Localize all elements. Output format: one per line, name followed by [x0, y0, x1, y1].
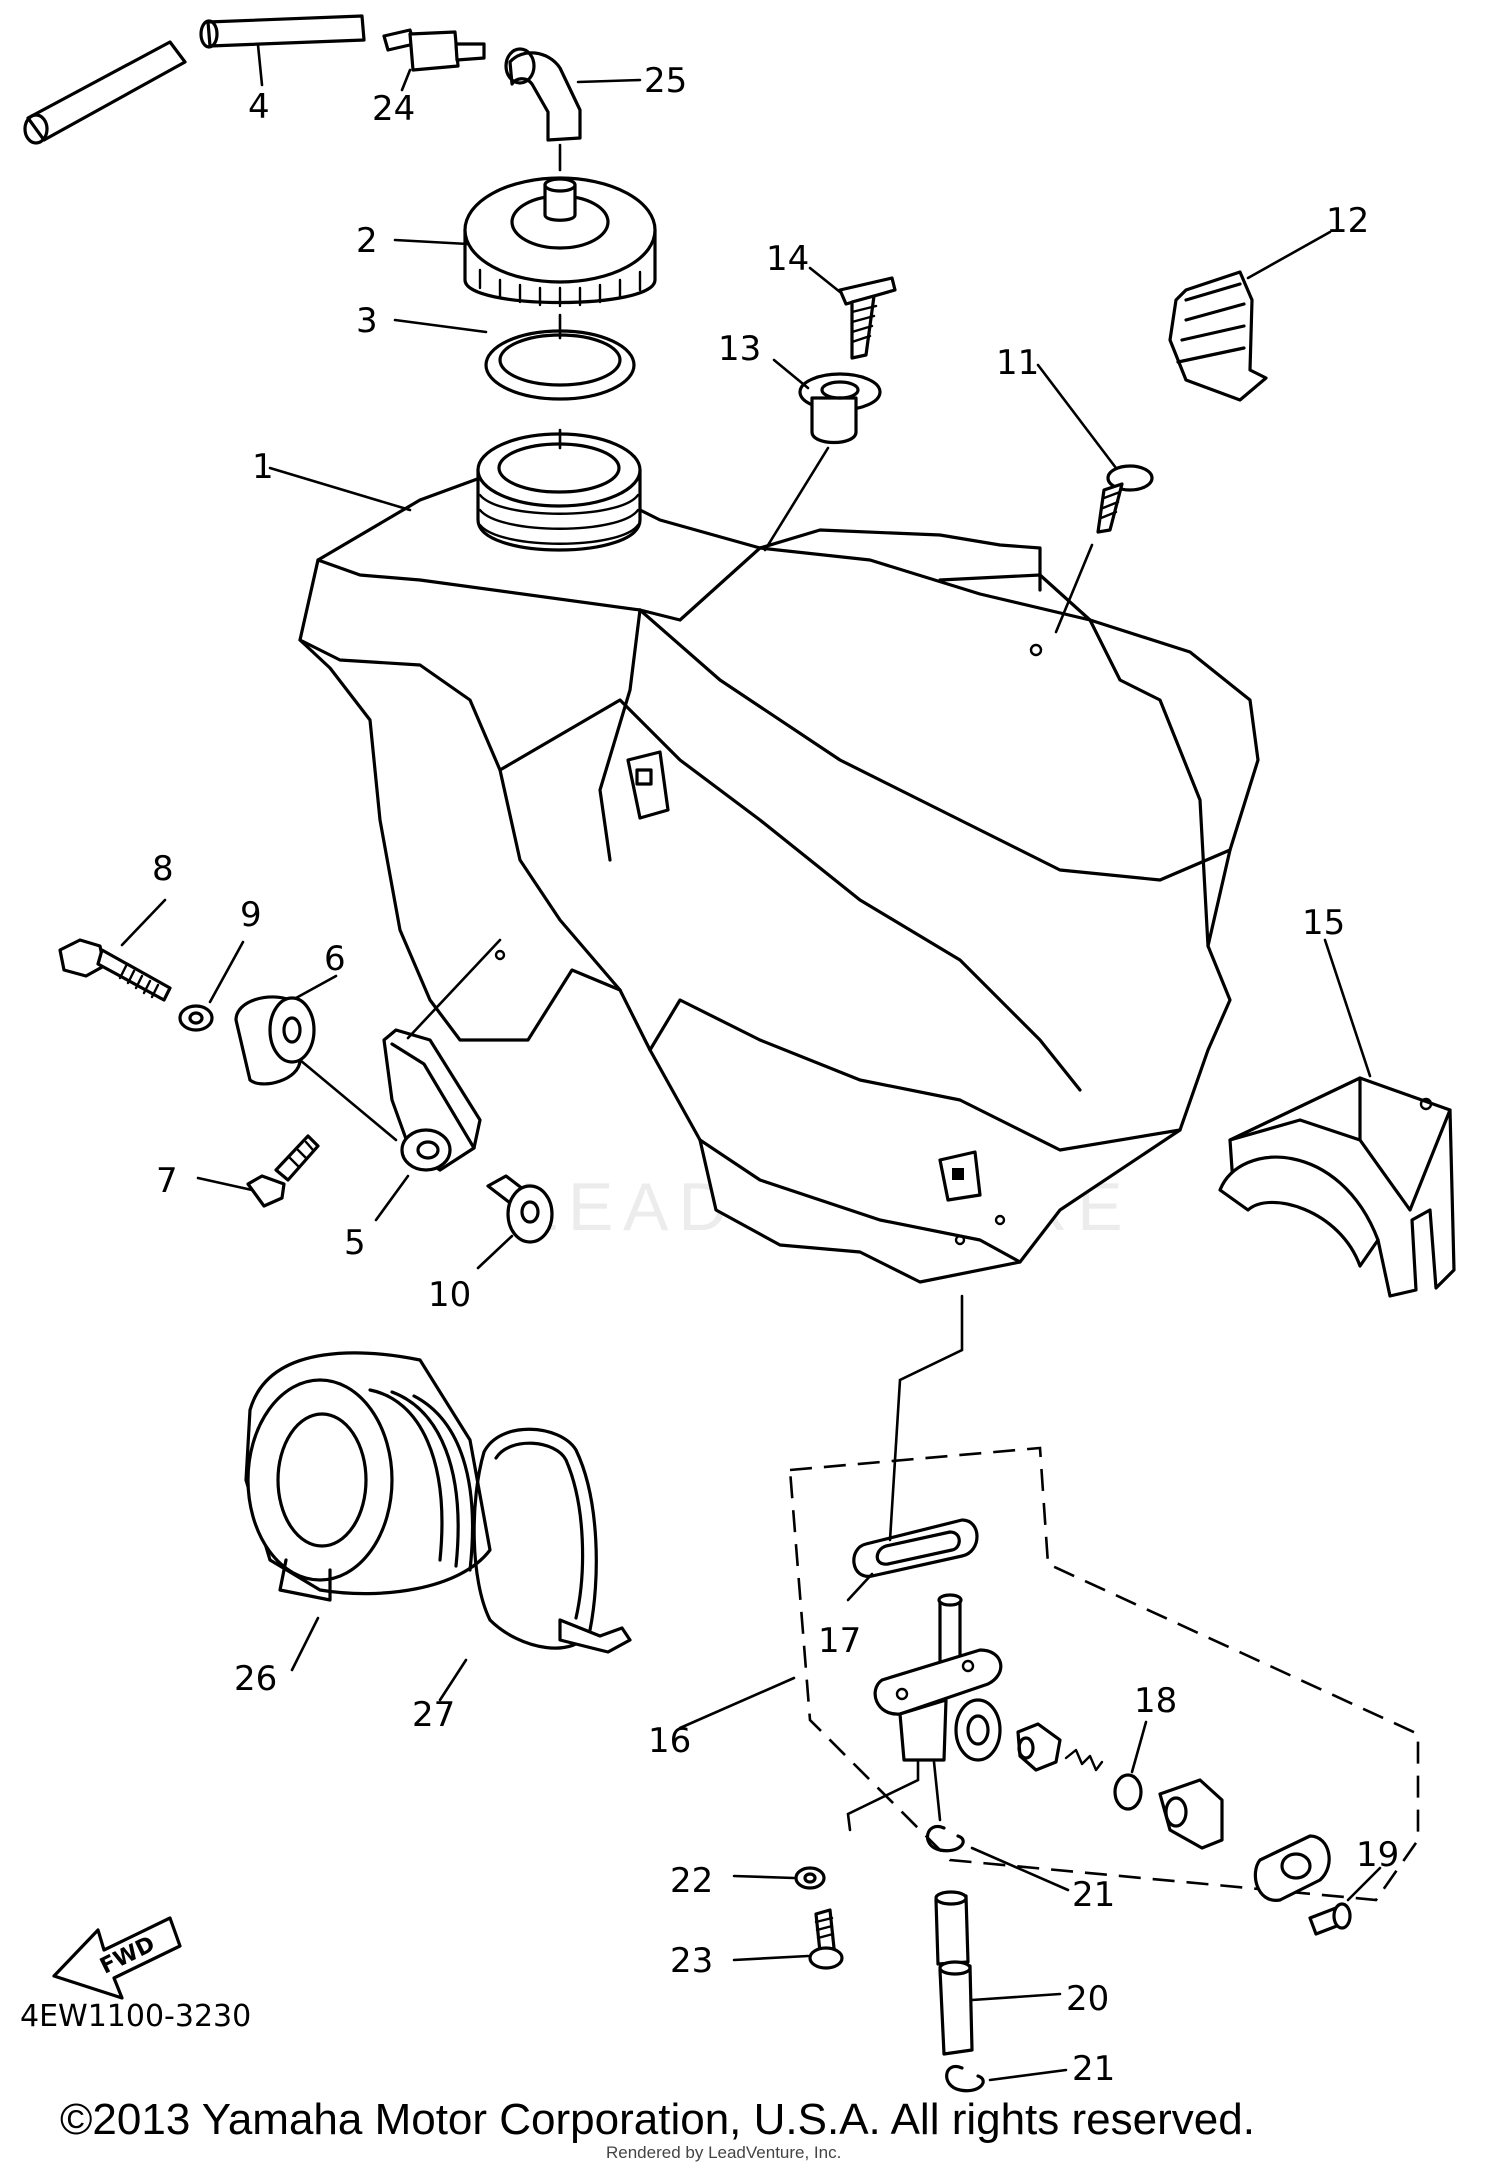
callout-8: 8: [152, 849, 174, 889]
callout-15: 15: [1302, 903, 1345, 943]
part-23-screw: [732, 1908, 844, 1970]
part-20-hose: [934, 1890, 1062, 2056]
callout-3: 3: [356, 301, 378, 341]
callout-17: 17: [818, 1621, 861, 1661]
callout-21-lower: 21: [1072, 2049, 1115, 2089]
part-15-cover: [1218, 938, 1456, 1298]
part-12-clip: [1168, 230, 1332, 402]
part-17-gasket: [846, 1518, 979, 1602]
part-13-damper: [763, 358, 882, 552]
callout-7: 7: [156, 1161, 178, 1201]
callout-12: 12: [1326, 201, 1369, 241]
part-8-bolt: [58, 898, 172, 1002]
callout-19: 19: [1356, 1835, 1399, 1875]
callout-13: 13: [718, 329, 761, 369]
callout-26: 26: [234, 1659, 277, 1699]
part-2-tank-cap: [393, 143, 657, 308]
callout-2: 2: [356, 221, 378, 261]
fuel-cock-body: [846, 1593, 1003, 1832]
callout-6: 6: [324, 939, 346, 979]
callout-22: 22: [670, 1861, 713, 1901]
part-11-screw: [1036, 363, 1154, 634]
callout-5: 5: [344, 1223, 366, 1263]
fuel-cock-lever-parts: [1016, 1722, 1331, 1902]
part-21-clip-upper: [925, 1824, 1070, 1892]
callout-18: 18: [1134, 1681, 1177, 1721]
callout-16: 16: [648, 1721, 691, 1761]
callout-27: 27: [412, 1695, 455, 1735]
part-21-clip-lower: [945, 2064, 1068, 2093]
part-1-fuel-tank: [268, 428, 1260, 1284]
callout-23: 23: [670, 1941, 713, 1981]
part-27-band: [438, 1427, 632, 1702]
callout-25: 25: [644, 61, 687, 101]
callout-10: 10: [428, 1275, 471, 1315]
part-7-bolt: [196, 1134, 320, 1208]
part-22-washer: [732, 1866, 826, 1890]
rendered-by-notice: Rendered by LeadVenture, Inc.: [606, 2143, 841, 2162]
part-4-breather-hose: [23, 14, 366, 145]
diagram-part-number: 4EW1100-3230: [20, 1999, 251, 2034]
copyright-notice: ©2013 Yamaha Motor Corporation, U.S.A. A…: [60, 2095, 1255, 2144]
part-9-washer: [178, 940, 245, 1032]
part-14-screw: [808, 266, 897, 360]
callout-20: 20: [1066, 1979, 1109, 2019]
callout-9: 9: [240, 895, 262, 935]
callout-14: 14: [766, 239, 809, 279]
callout-21-upper: 21: [1072, 1875, 1115, 1915]
part-10-collar: [476, 1174, 554, 1270]
forward-arrow-icon: FWD: [52, 1916, 182, 2000]
part-18-o-ring: [1113, 1720, 1148, 1811]
part-19-screw: [1308, 1866, 1382, 1936]
part-3-cap-gasket: [393, 313, 636, 401]
part-24-joint: [382, 28, 486, 92]
callout-labels: 4 24 25 2 3 14 13 11 12 1 8 9 6 7 5 10 1…: [152, 61, 1399, 2089]
callout-24: 24: [372, 89, 415, 129]
callout-11: 11: [996, 343, 1039, 383]
part-6-rubber-damper: [234, 974, 398, 1142]
part-5-bracket: [374, 938, 502, 1222]
callout-4: 4: [248, 87, 270, 127]
callout-1: 1: [252, 447, 274, 487]
part-25-elbow-hose: [504, 47, 642, 142]
part-16-fuel-cock-assembly: [678, 1294, 1420, 1902]
part-26-intake-boot: [244, 1351, 492, 1672]
